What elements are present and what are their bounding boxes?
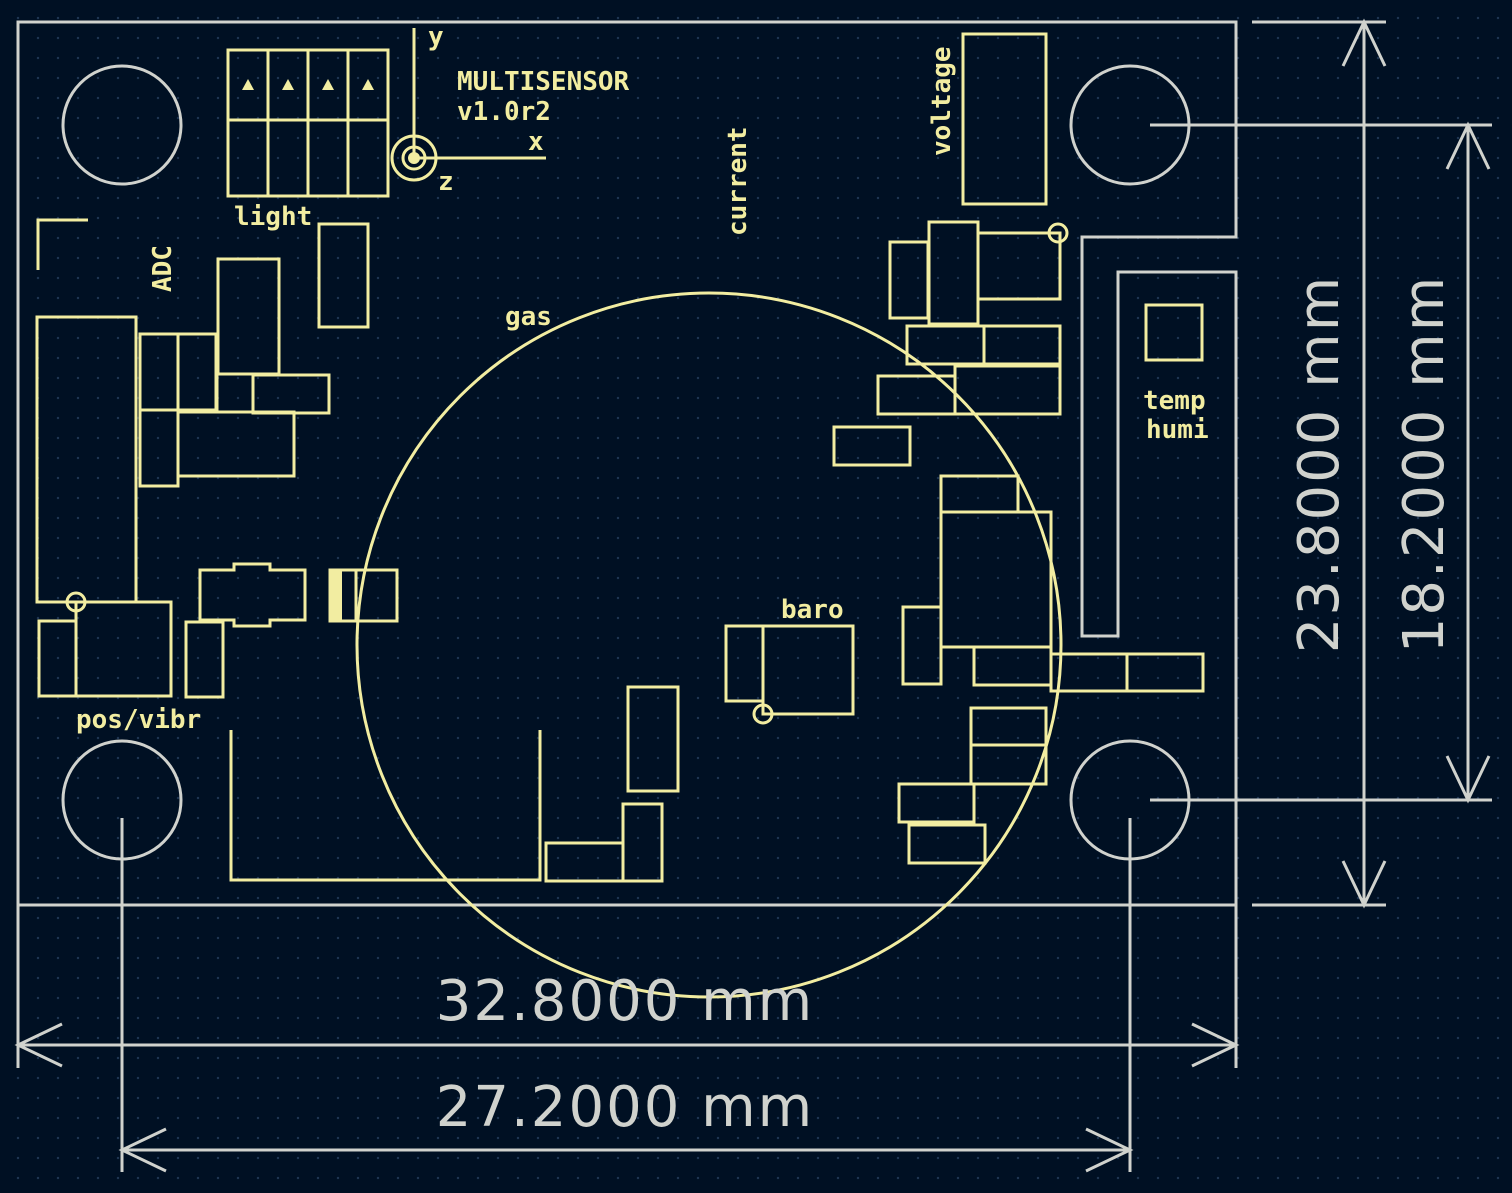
right-lower-cluster [897, 706, 1048, 865]
dimension-height-holes-label: 18.2000 mm [1392, 275, 1457, 653]
dimension-width-outer-label: 32.8000 mm [436, 969, 814, 1034]
axis-y-label: y [428, 22, 444, 52]
board-title: MULTISENSOR [457, 67, 630, 97]
temp-label: temp [1143, 386, 1206, 416]
dimension-width-holes-label: 27.2000 mm [436, 1075, 814, 1140]
axis-z-label: z [438, 167, 454, 197]
light-sensor-footprint [226, 48, 390, 198]
dimension-height-outer [1252, 18, 1387, 909]
right-upper-cluster [832, 220, 1069, 467]
mounting-hole-top-left [61, 64, 183, 186]
adc-label: ADC [148, 245, 178, 292]
baro-label: baro [781, 595, 844, 625]
voltage-component [961, 32, 1048, 206]
axis-x-label: x [528, 127, 544, 157]
adc-component-cluster [35, 222, 370, 604]
baro-footprint [724, 624, 855, 725]
crystal-footprint [198, 562, 307, 628]
gas-label: gas [505, 302, 552, 332]
light-label: light [234, 202, 312, 232]
dimension-width-holes [118, 818, 1134, 1173]
dimension-height-holes [1150, 121, 1492, 804]
dimension-height-outer-label: 23.8000 mm [1287, 275, 1352, 653]
current-label: current [723, 126, 753, 236]
pos-vibr-footprint [37, 591, 225, 699]
pos-vibr-label: pos/vibr [76, 705, 201, 735]
humi-label: humi [1146, 415, 1209, 445]
bottom-left-outline [229, 730, 542, 882]
bottom-middle-components [544, 685, 680, 883]
dimension-width-outer [14, 905, 1240, 1068]
board-version: v1.0r2 [457, 97, 551, 127]
gas-sensor-outline [355, 291, 1063, 999]
voltage-label: voltage [927, 46, 957, 156]
diode-footprint [328, 568, 399, 623]
origin-axis-marker [390, 28, 546, 182]
right-middle-cluster [901, 474, 1205, 693]
board-outline [16, 20, 1238, 907]
temp-humi-sensor [1144, 303, 1204, 362]
adc-corner-mark [36, 218, 88, 270]
